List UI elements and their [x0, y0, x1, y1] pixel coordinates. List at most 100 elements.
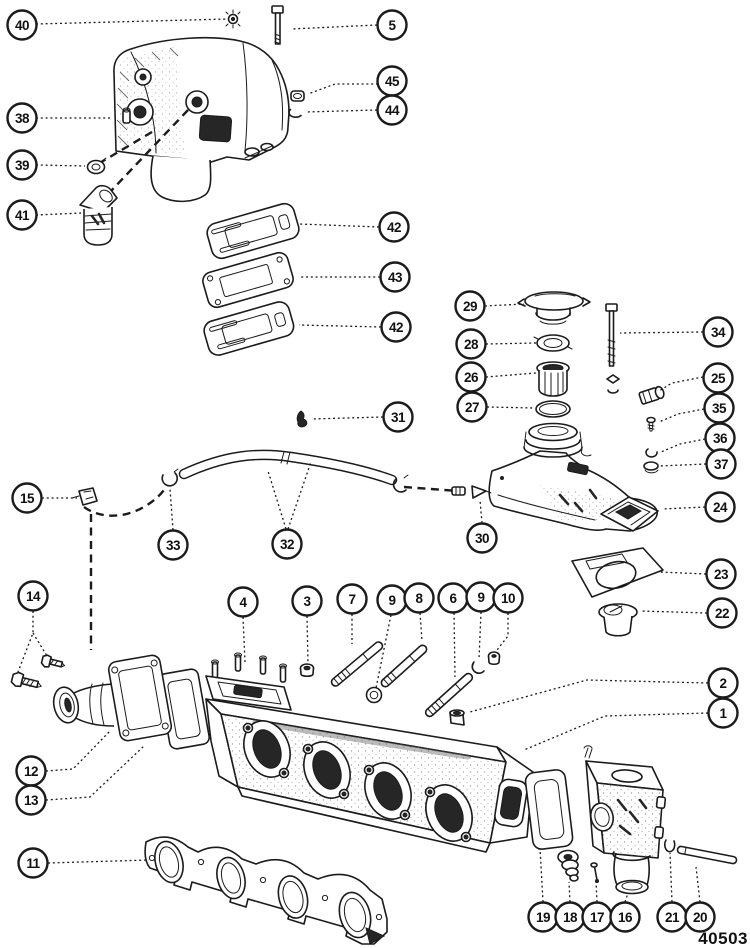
callout-31: 31: [310, 401, 414, 433]
part-screws-14-detail: [40, 654, 66, 668]
part-exhaust-gasket-11-detail-detail: [154, 840, 184, 884]
callout-36: 36: [660, 422, 736, 454]
callout-circle: [227, 586, 259, 618]
part-thermostat-housing-24-detail: [523, 431, 583, 449]
part-bolt-34-detail: [607, 339, 616, 364]
part-nut-3-detail: [303, 665, 311, 671]
part-nut-3: [299, 663, 315, 678]
leader-line: [310, 416, 384, 420]
callout-circle: [17, 847, 49, 879]
exhaust-port-detail: [425, 784, 473, 842]
callout-14: 14: [17, 580, 49, 673]
part-elbow-12-detail-detail: [122, 729, 130, 737]
riser-mounting-pad-4-detail: [259, 657, 267, 675]
part-elbow-fitting-41: [79, 184, 118, 246]
callout-number: 14: [26, 589, 41, 604]
part-washer-9b-detail: [471, 661, 475, 669]
callout-41: 41: [6, 199, 83, 231]
part-fitting-15-detail: [71, 490, 94, 500]
callout-number: 3: [303, 594, 311, 609]
callout-circle: [466, 522, 498, 554]
part-gasket-23-detail: [571, 547, 664, 598]
part-rod-20: [676, 845, 738, 865]
part-clamp-detail: [403, 474, 409, 479]
part-exhaust-elbow-housing-38: [97, 36, 290, 203]
leader-line: [624, 892, 629, 903]
exhaust-port-detail: [303, 741, 351, 799]
callout-number: 9: [388, 593, 395, 608]
part-nut-3-detail: [299, 667, 315, 678]
callout-number: 44: [385, 103, 400, 118]
callout-circle: [705, 558, 737, 590]
part-elbow-12-detail: [59, 692, 75, 718]
callout-number: 20: [693, 910, 707, 925]
part-gasket-28-detail: [533, 336, 573, 350]
part-cap-22-detail: [603, 615, 633, 637]
part-plug-18-detail: [563, 854, 573, 860]
callout-number: 16: [618, 910, 633, 925]
part-fitting-25: [638, 385, 665, 405]
leader-line: [658, 571, 707, 575]
callout-24: 24: [661, 491, 736, 523]
part-screws-14-detail-detail: [10, 671, 25, 688]
part-end-cap-housing-16-detail: [583, 745, 593, 759]
callout-number: 37: [714, 457, 728, 472]
part-clamp: [392, 474, 409, 493]
callout-17: 17: [581, 880, 613, 933]
callout-number: 1: [719, 706, 727, 721]
part-fitting-30-detail: [451, 486, 466, 496]
part-elbow-12-detail: [64, 697, 72, 713]
callout-circle: [702, 316, 734, 348]
part-exhaust-gasket-11-detail: [197, 858, 205, 866]
part-elbow-fitting-41-detail: [99, 189, 113, 203]
assembly-dashed-line: [109, 109, 189, 193]
callout-number: 24: [713, 500, 728, 515]
leader-line: [298, 324, 382, 328]
callout-circle: [271, 528, 303, 560]
leader-line: [523, 712, 709, 751]
callout-number: 22: [715, 606, 729, 621]
part-filler-cap-29-detail: [539, 320, 567, 325]
part-stud-8-detail: [380, 644, 428, 688]
part-exhaust-manifold-1-detail: [205, 698, 239, 788]
part-exhaust-gasket-11-detail: [338, 891, 372, 939]
part-ring-21: [663, 839, 676, 853]
part-gasket-42-lower-detail: [203, 301, 295, 356]
part-fitting-15-detail: [78, 487, 98, 506]
part-gasket-28-detail: [536, 334, 570, 352]
callout-circle: [382, 401, 414, 433]
part-washer-37-detail: [644, 469, 659, 474]
callout-35: 35: [658, 392, 735, 424]
part-thermostat-housing-24: [488, 422, 659, 532]
part-stud-7-detail: [330, 641, 384, 687]
hose-assembly: [71, 449, 459, 650]
callout-number: 32: [280, 537, 294, 552]
part-gasket-19: [524, 769, 574, 850]
part-rod-20-detail: [676, 845, 738, 865]
exhaust-port: [242, 720, 291, 779]
exhaust-port: [424, 784, 473, 843]
callout-5: 5: [290, 9, 408, 41]
part-exhaust-gasket-11-detail-detail: [158, 846, 180, 878]
part-bolt-5: [271, 5, 284, 45]
callout-20: 20: [684, 866, 716, 933]
part-thermostat-housing-24-detail: [537, 426, 569, 436]
part-washer-45-detail: [290, 90, 305, 102]
part-exhaust-manifold-1-detail: [252, 719, 471, 760]
callout-number: 2: [719, 676, 726, 691]
callout-circle: [378, 211, 410, 243]
part-elbow-12-detail-detail: [111, 666, 119, 674]
callout-45: 45: [307, 65, 408, 97]
part-washer-36-detail: [645, 448, 658, 458]
callout-circle: [379, 261, 411, 293]
part-thermostat-26-detail: [544, 371, 564, 396]
callout-circle: [707, 697, 739, 729]
part-elbow-12-detail-detail: [150, 659, 158, 667]
callout-38: 38: [6, 102, 112, 134]
exhaust-port-detail: [281, 770, 287, 776]
part-washer-9a: [365, 686, 383, 704]
callout-circle: [6, 102, 38, 134]
part-grommet-39-detail: [86, 159, 106, 175]
callout-40: 40: [6, 9, 229, 41]
callout-29: 29: [454, 290, 525, 322]
